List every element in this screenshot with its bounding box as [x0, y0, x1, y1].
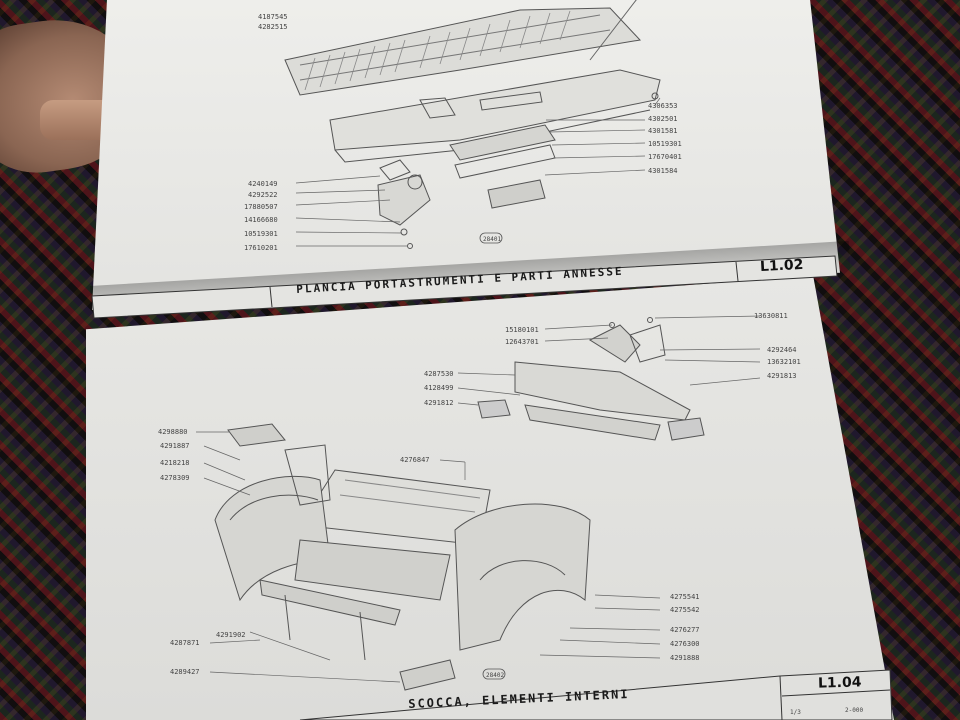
- page-mark: 2-000: [845, 707, 863, 714]
- part-number: 12643701: [505, 338, 539, 346]
- part-number: 4292522: [248, 191, 278, 199]
- figure-id: 28402: [486, 672, 504, 679]
- top-title-band: [91, 255, 838, 319]
- part-number: 4289427: [170, 668, 200, 676]
- bottom-page: [86, 276, 894, 720]
- page-mark: 1/3: [790, 709, 801, 716]
- part-number: 4306353: [648, 102, 678, 110]
- part-number: 4275541: [670, 593, 700, 601]
- part-number: 4276847: [400, 456, 430, 464]
- part-number: 17610201: [244, 244, 278, 252]
- part-number: 4128499: [424, 384, 454, 392]
- top-section-code: L1.02: [759, 256, 804, 276]
- part-number: 4187545: [258, 13, 288, 21]
- bottom-title-band: [299, 669, 893, 720]
- part-number: 4240149: [248, 180, 278, 188]
- part-number: 4301584: [648, 167, 678, 175]
- dashboard-drawing: [284, 0, 661, 249]
- part-number: 4276300: [670, 640, 700, 648]
- part-number: 13632101: [767, 358, 801, 366]
- part-number: 4282515: [258, 23, 288, 31]
- part-number: 4291888: [670, 654, 700, 662]
- part-number: 4291813: [767, 372, 797, 380]
- part-number: 4276277: [670, 626, 700, 634]
- part-number: 4291887: [160, 442, 190, 450]
- part-number: 10519301: [648, 140, 682, 148]
- part-number: 4298880: [158, 428, 188, 436]
- part-number: 4291812: [424, 399, 454, 407]
- part-number: 4302501: [648, 115, 678, 123]
- body-drawing: [214, 317, 705, 691]
- part-number: 14166680: [244, 216, 278, 224]
- part-number: 13630811: [754, 312, 788, 320]
- part-number: 17670401: [648, 153, 682, 161]
- part-number: 4287871: [170, 639, 200, 647]
- part-number: 4278309: [160, 474, 190, 482]
- part-number: 4292464: [767, 346, 797, 354]
- part-number: 10519301: [244, 230, 278, 238]
- part-number: 4275542: [670, 606, 700, 614]
- bottom-section-code: L1.04: [817, 674, 862, 692]
- part-number: 15180101: [505, 326, 539, 334]
- figure-id: 28401: [483, 236, 501, 243]
- part-number: 17880507: [244, 203, 278, 211]
- part-number: 4218218: [160, 459, 190, 467]
- part-number: 4301581: [648, 127, 678, 135]
- part-number: 4291902: [216, 631, 246, 639]
- part-number: 4287530: [424, 370, 454, 378]
